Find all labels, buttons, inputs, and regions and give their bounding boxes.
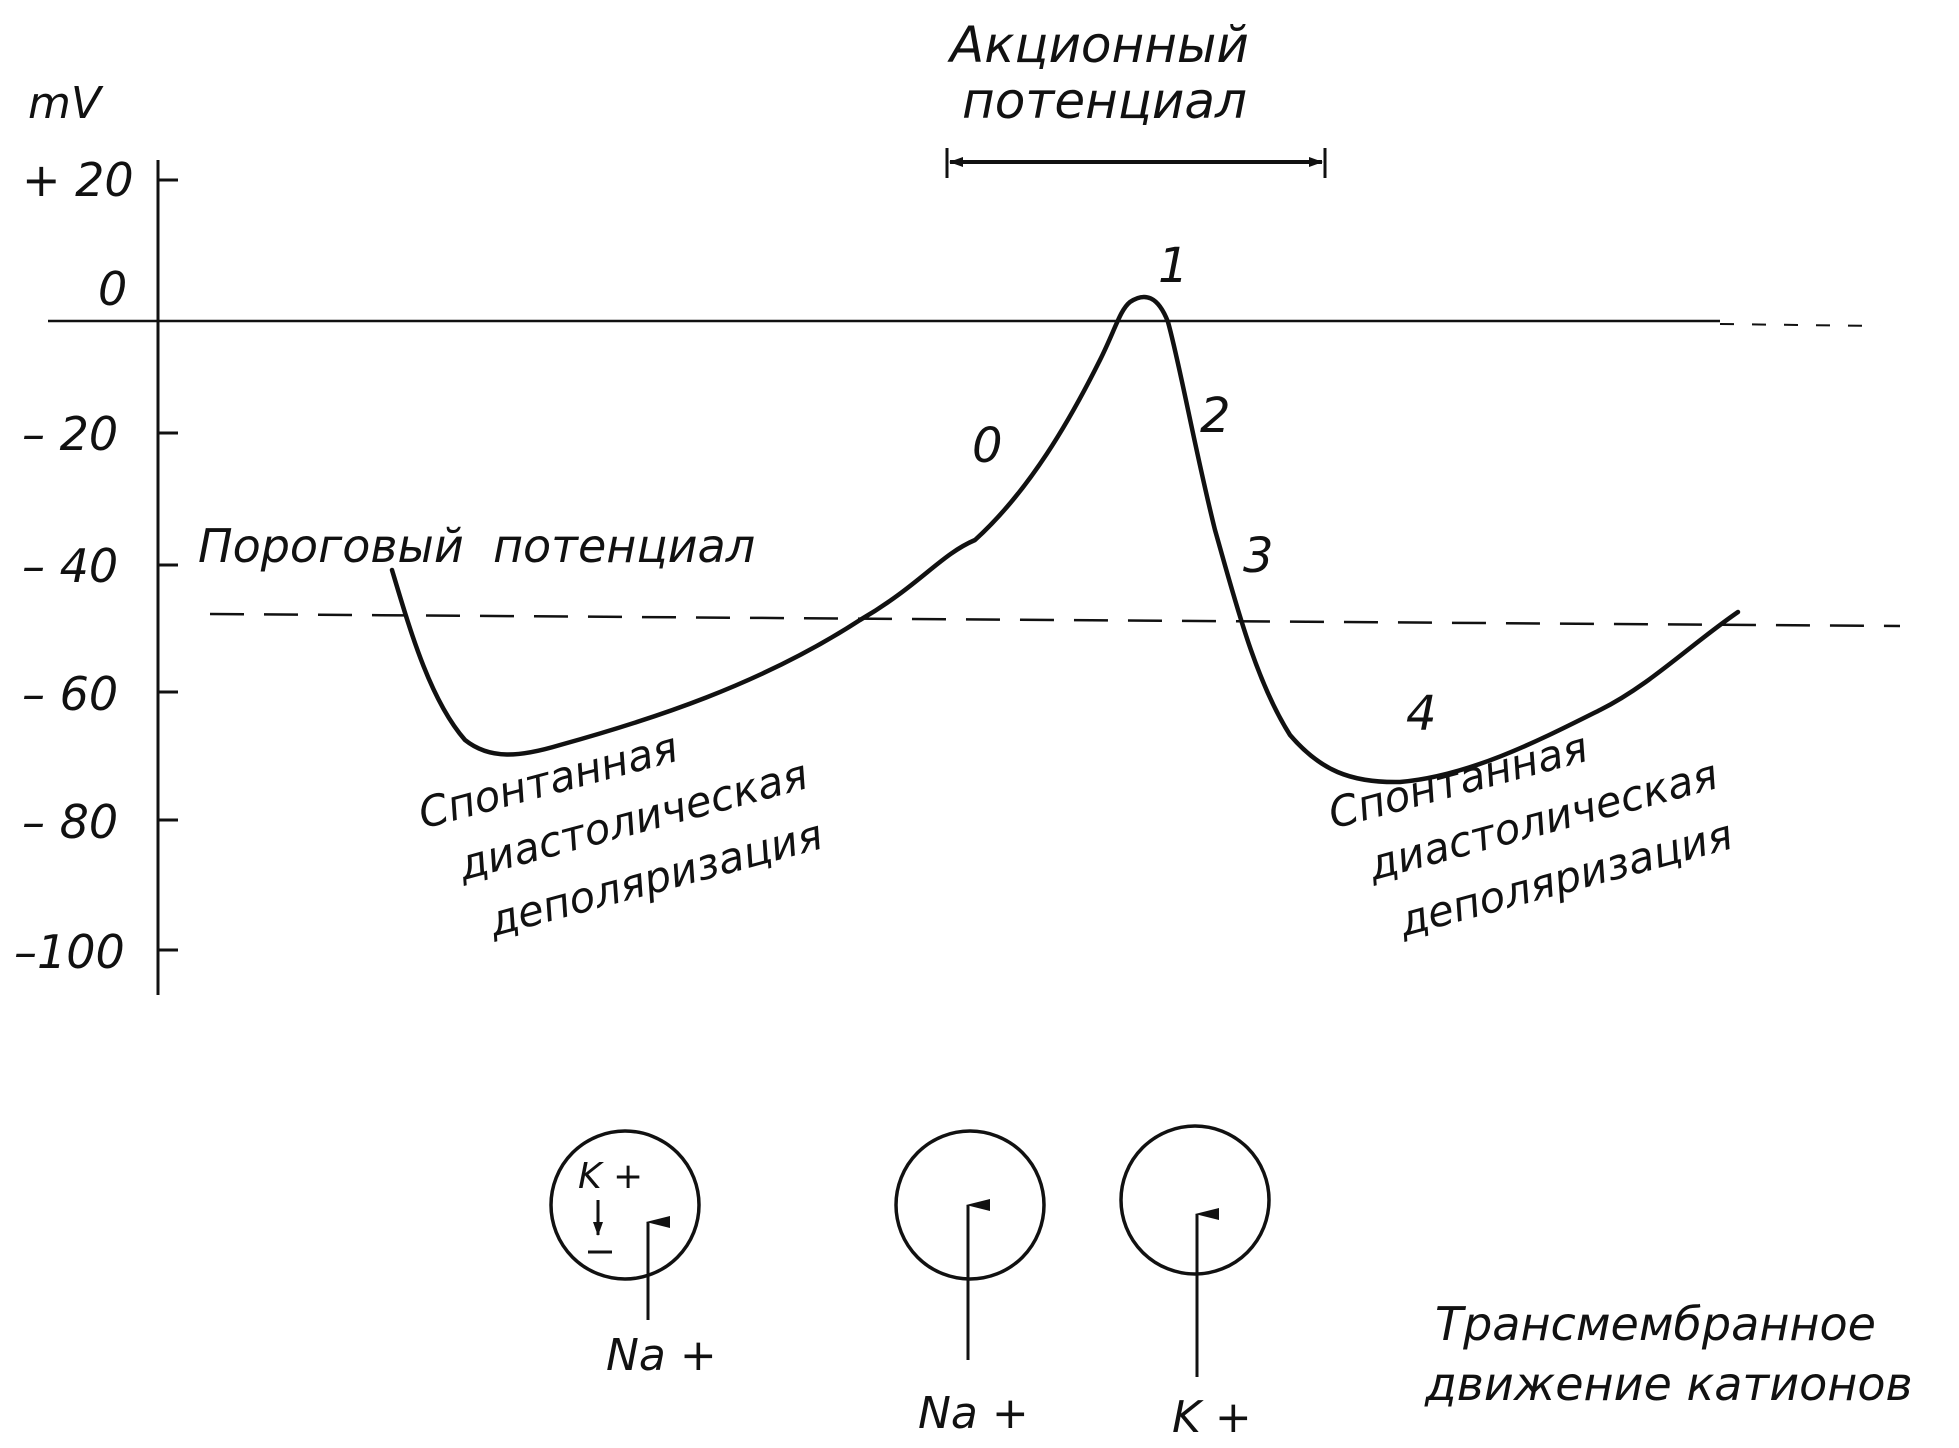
y-tick-label-minus60: – 60 bbox=[22, 667, 118, 721]
y-tick-label-0: 0 bbox=[98, 262, 127, 316]
action-potential-title-2: потенциал bbox=[962, 72, 1247, 130]
ion-circle-group-3: K + bbox=[1119, 1124, 1271, 1443]
y-axis-ticks bbox=[158, 178, 178, 952]
y-tick-label-minus80: – 80 bbox=[22, 795, 118, 849]
transmembrane-label-2: движение катионов bbox=[1424, 1357, 1913, 1411]
y-tick-label-minus40: – 40 bbox=[22, 539, 118, 593]
ion-circle-1-k-label: K + bbox=[578, 1156, 643, 1197]
ion-circle-1 bbox=[549, 1129, 701, 1281]
ion-circle-2-na-label: Na + bbox=[918, 1388, 1029, 1439]
y-tick-label-minus20: – 20 bbox=[22, 407, 118, 461]
potential-curve bbox=[389, 294, 1741, 785]
phase-2-label: 2 bbox=[1200, 388, 1231, 444]
action-potential-title-1: Акционный bbox=[947, 16, 1249, 74]
zero-baseline-tail bbox=[1719, 323, 1881, 327]
ion-circle-3-k-label: K + bbox=[1172, 1392, 1252, 1443]
phase-3-label: 3 bbox=[1243, 528, 1274, 584]
axis-unit: mV bbox=[28, 78, 104, 129]
ion-circle-1-na-label: Na + bbox=[606, 1330, 717, 1381]
left-depolarization-label: Спонтанная диастолическая деполяризация bbox=[413, 722, 828, 946]
ion-circle-3 bbox=[1119, 1124, 1271, 1276]
ion-circle-group-1: K + Na + bbox=[549, 1129, 717, 1381]
threshold-label: Пороговый потенциал bbox=[198, 519, 755, 573]
right-depolarization-label: Спонтанная диастолическая деполяризация bbox=[1323, 722, 1738, 946]
y-tick-label-minus100: –100 bbox=[14, 925, 125, 979]
threshold-line bbox=[209, 612, 1901, 628]
phase-4-label: 4 bbox=[1406, 686, 1437, 742]
phase-0-label: 0 bbox=[972, 418, 1003, 474]
ion-circle-2 bbox=[894, 1129, 1046, 1281]
y-tick-label-plus20: + 20 bbox=[22, 153, 134, 207]
ion-circle-group-2: Na + bbox=[894, 1129, 1046, 1439]
phase-1-label: 1 bbox=[1158, 238, 1189, 294]
transmembrane-label-1: Трансмембранное bbox=[1435, 1297, 1876, 1351]
